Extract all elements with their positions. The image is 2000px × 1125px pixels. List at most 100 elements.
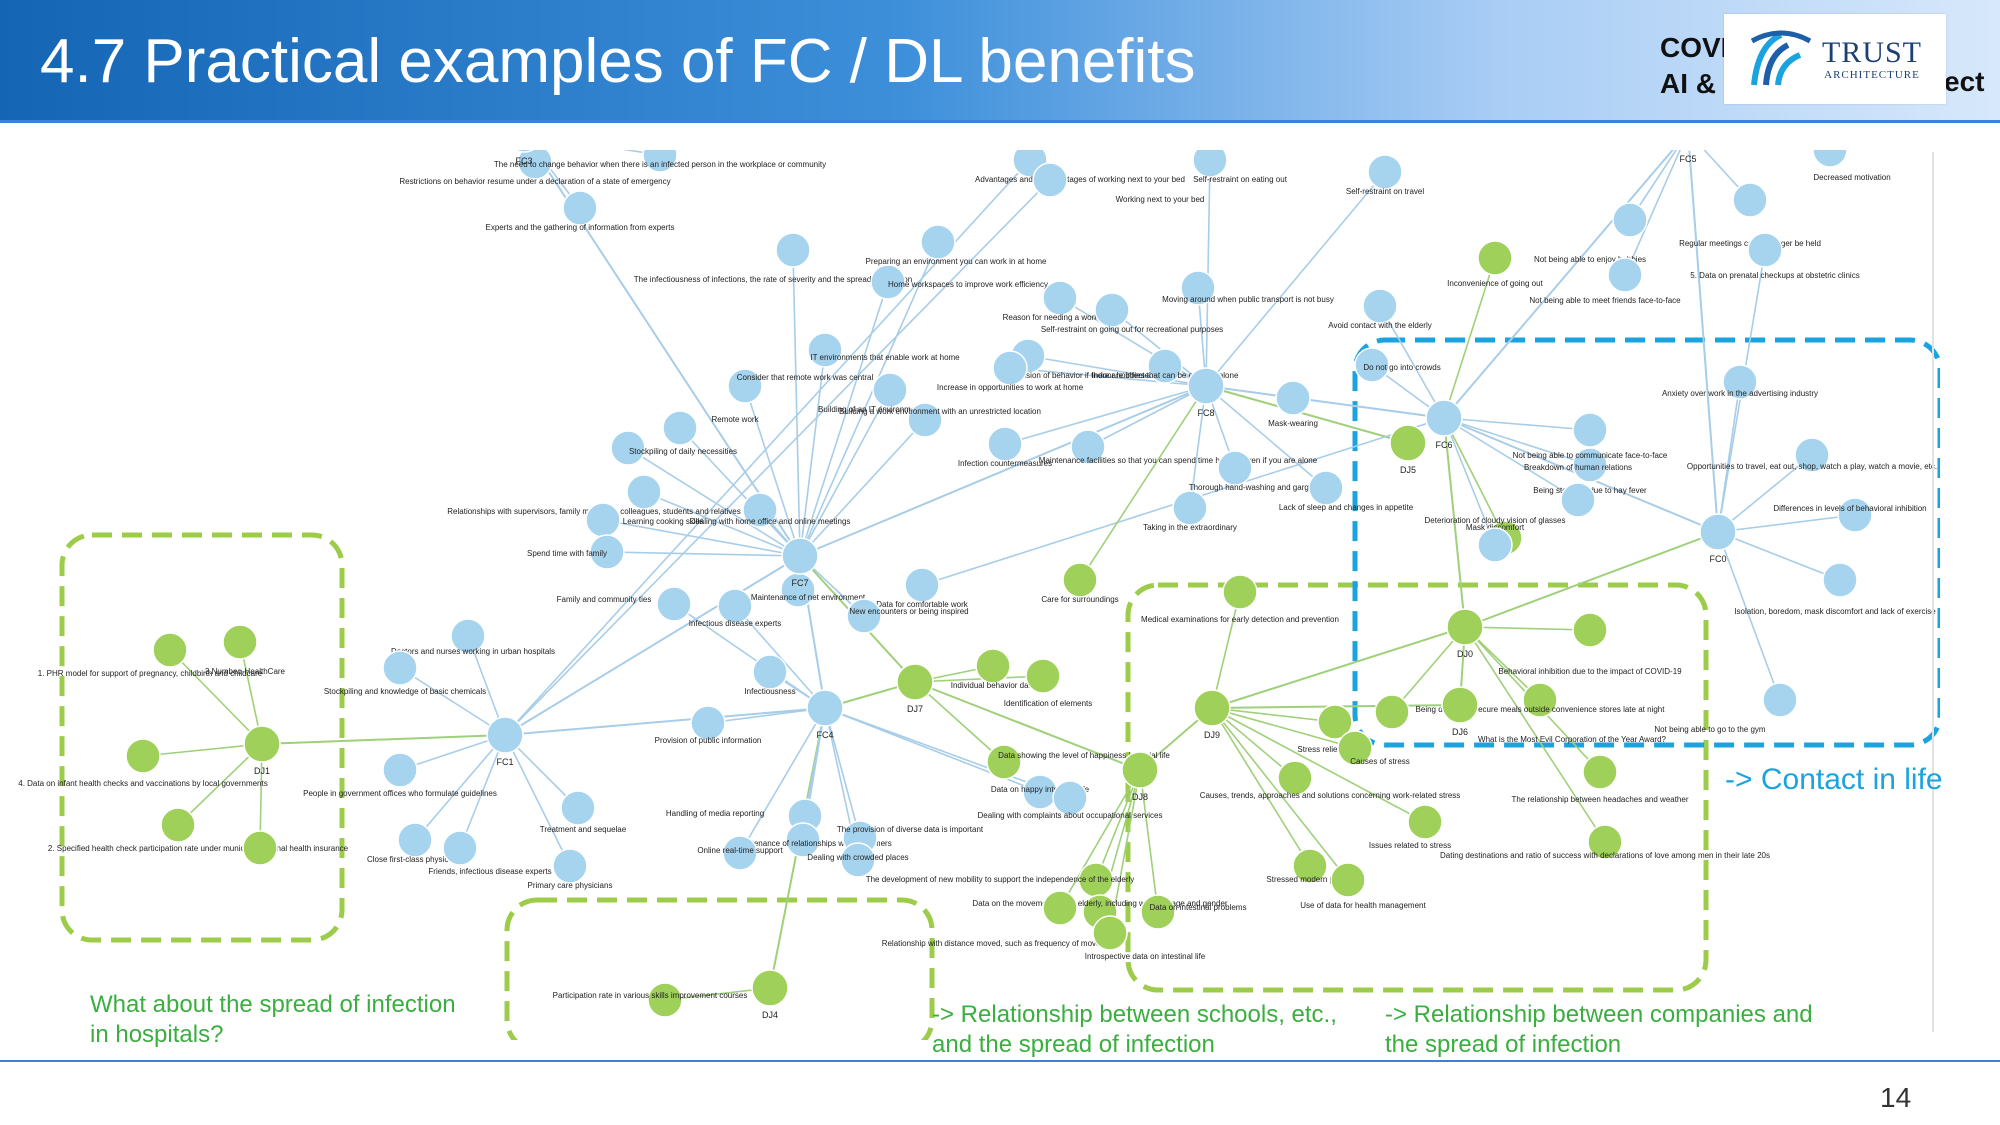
graph-node[interactable]: Increase in opportunities to work at hom… <box>937 350 1084 392</box>
graph-hub-fc6[interactable]: FC6 <box>1425 399 1463 450</box>
graph-node[interactable]: Reason for needing a workplace <box>1003 280 1118 322</box>
graph-node[interactable]: Maintenance facilities so that you can s… <box>1039 429 1318 465</box>
graph-node[interactable]: The relationship between headaches and w… <box>1511 754 1689 804</box>
graph-node[interactable]: Identification of elements <box>1004 658 1093 708</box>
graph-hub-dj1[interactable]: DJ1 <box>243 725 281 776</box>
graph-node[interactable]: New encounters or being inspired <box>846 598 969 634</box>
graph-node[interactable]: Self-restraint on eating out <box>1192 150 1288 184</box>
graph-node[interactable]: The need to change behavior when there i… <box>494 150 826 173</box>
graph-node[interactable]: Data for comfortable work <box>876 567 969 609</box>
graph-node[interactable]: Stress relief methods <box>1297 704 1373 754</box>
graph-node[interactable]: Online real-time support <box>697 835 783 871</box>
network-graph[interactable]: Restrictions on behavior resume under a … <box>0 150 1940 1040</box>
graph-node[interactable]: Participation rate in various skills imp… <box>553 982 748 1018</box>
graph-node[interactable]: 2. Specified health check participation … <box>48 807 349 853</box>
graph-node[interactable]: Not being able to go to the gym <box>1654 682 1798 734</box>
graph-node[interactable]: Primary care physicians <box>528 848 613 890</box>
graph-node[interactable]: Behavioral inhibition due to the impact … <box>1498 612 1682 676</box>
graph-node[interactable]: Remote work <box>662 410 760 446</box>
graph-node[interactable]: Use of data for health management <box>1300 862 1426 910</box>
graph-node[interactable]: Infectiousness <box>744 654 796 696</box>
graph-node[interactable]: 3.Numbeo-HealthCare <box>152 632 286 676</box>
graph-node[interactable]: Restrictions on behavior resume under a … <box>399 150 671 186</box>
graph-node[interactable]: Avoid contact with the elderly <box>1328 288 1432 330</box>
graph-node[interactable]: Thorough hand-washing and gargling <box>1189 450 1322 492</box>
graph-node[interactable]: Isolation, boredom, mask discomfort and … <box>1734 562 1936 616</box>
graph-node[interactable]: Infection countermeasures <box>958 426 1052 468</box>
graph-hub-fc8[interactable]: FC8 <box>1187 367 1225 418</box>
graph-node[interactable]: Advantages and disadvantages of working … <box>975 150 1185 184</box>
graph-node[interactable]: The infectiousness of infections, the ra… <box>634 232 912 284</box>
graph-node[interactable]: Dealing with complaints about occupation… <box>978 780 1163 820</box>
graph-node[interactable]: Treatment and sequelae <box>540 790 627 834</box>
graph-node[interactable]: Working next to your bed <box>1032 162 1204 204</box>
graph-node[interactable]: Inconvenience of going out <box>1447 240 1544 288</box>
graph-node[interactable]: Do not go into crowds <box>1354 347 1441 383</box>
graph-node[interactable]: Data showing the level of happiness in s… <box>986 744 1170 780</box>
graph-node[interactable]: Dealing with home office and online meet… <box>690 492 851 528</box>
graph-hub-fc1[interactable]: FC1 <box>486 716 524 767</box>
graph-node[interactable]: Differences in levels of behavioral inhi… <box>1773 497 1927 533</box>
graph-node[interactable]: Anxiety over work in the advertising ind… <box>1662 364 1818 400</box>
graph-node[interactable]: People in government offices who formula… <box>303 752 497 798</box>
graph-node[interactable]: Stressed modern people <box>1266 848 1354 884</box>
graph-node[interactable]: Individual behavior data <box>951 648 1036 690</box>
graph-node[interactable]: Dating destinations and ratio of success… <box>1440 824 1770 860</box>
graph-hub-fc0[interactable]: FC0 <box>1699 513 1737 564</box>
graph-node[interactable]: Indoor hobbies that can be enjoyed alone <box>1092 348 1239 384</box>
graph-node[interactable]: Preparing an environment you can work in… <box>866 224 1048 266</box>
graph-node[interactable]: Data on intestinal problems <box>1140 894 1246 930</box>
graph-node[interactable]: Provision of public information <box>655 705 762 745</box>
graph-hub-fc7[interactable]: FC7 <box>781 537 819 588</box>
graph-node[interactable]: What is the Most Evil Corporation of the… <box>1374 694 1667 744</box>
graph-node[interactable]: Relationship with distance moved, such a… <box>882 890 1119 948</box>
graph-node[interactable]: Consider that remote work was central <box>727 368 873 404</box>
graph-node[interactable]: Close first-class physicians <box>367 822 463 864</box>
graph-node[interactable]: The development of new mobility to suppo… <box>866 862 1135 898</box>
graph-node[interactable]: Building a work environment with an unre… <box>839 402 1041 438</box>
graph-node[interactable]: Infectious disease experts <box>689 588 782 628</box>
graph-node[interactable]: Moving around when public transport is n… <box>1162 270 1334 306</box>
graph-node[interactable]: Decreased motivation <box>1812 150 1891 182</box>
graph-hub-dj0[interactable]: DJ0 <box>1446 608 1484 659</box>
graph-node[interactable]: IT environments that enable work at home <box>807 332 960 368</box>
graph-node[interactable]: Being difficult to secure meals outside … <box>1416 682 1666 718</box>
graph-node[interactable]: Not being able to meet friends face-to-f… <box>1529 257 1681 305</box>
graph-node[interactable]: Deterioration of cloudy vision of glasse… <box>1425 516 1566 563</box>
graph-hub-fc3[interactable]: FC3 <box>506 150 542 166</box>
graph-node[interactable]: Introspective data on intestinal life <box>1085 915 1206 961</box>
graph-node[interactable]: Medical examinations for early detection… <box>1141 574 1339 624</box>
graph-hub-fc5[interactable]: FC5 <box>1670 150 1706 164</box>
graph-node[interactable]: Home workspaces to improve work efficien… <box>870 264 1048 300</box>
graph-node[interactable]: Taking in the extraordinary <box>1143 490 1237 532</box>
graph-node[interactable]: Experts and the gathering of information… <box>486 190 675 232</box>
graph-node[interactable]: Self-restraint on travel <box>1346 154 1424 196</box>
graph-node[interactable]: Learning cooking skills <box>585 502 703 538</box>
graph-hub-dj5[interactable]: DJ5 <box>1389 424 1427 475</box>
graph-hub-dj6[interactable]: DJ6 <box>1441 686 1479 737</box>
graph-node[interactable]: Mask-wearing <box>1268 380 1318 428</box>
graph-node[interactable]: Doctors and nurses working in urban hosp… <box>391 618 555 656</box>
graph-node[interactable]: Dealing with crowded places <box>807 842 909 878</box>
graph-hub-dj9[interactable]: DJ9 <box>1193 689 1231 740</box>
graph-node[interactable]: Stockpiling of daily necessities <box>610 430 737 466</box>
graph-node[interactable] <box>242 830 278 866</box>
graph-node[interactable]: Care for surroundings <box>1041 562 1119 604</box>
graph-node[interactable]: Opportunities to travel, eat out, shop, … <box>1687 437 1937 473</box>
graph-node[interactable]: 4. Data on infant health checks and vacc… <box>18 738 268 788</box>
graph-hub-dj8[interactable]: DJ8 <box>1121 751 1159 802</box>
graph-node[interactable]: Maintenance of relationships with custom… <box>734 822 892 858</box>
graph-node[interactable]: Causes of stress <box>1337 730 1410 766</box>
graph-node[interactable]: 1. PHR model for support of pregnancy, c… <box>38 624 263 678</box>
graph-node[interactable]: Causes, trends, approaches and solutions… <box>1200 760 1461 800</box>
graph-hub-dj4[interactable]: DJ4 <box>751 969 789 1020</box>
graph-node[interactable]: Issues related to stress <box>1369 804 1451 850</box>
graph-node[interactable]: Spend time with family <box>527 534 625 570</box>
graph-node[interactable]: Lack of sleep and changes in appetite <box>1279 470 1414 512</box>
graph-node[interactable]: Friends, infectious disease experts <box>428 830 552 876</box>
graph-node[interactable]: Stockpiling and knowledge of basic chemi… <box>324 650 486 696</box>
graph-node[interactable]: Building of an IT environment <box>818 372 923 414</box>
graph-node[interactable]: Not being able to communicate face-to-fa… <box>1513 412 1668 460</box>
graph-node[interactable]: Regular meetings can no longer be held <box>1679 182 1821 248</box>
graph-node[interactable]: 5. Data on prenatal checkups at obstetri… <box>1690 232 1860 280</box>
